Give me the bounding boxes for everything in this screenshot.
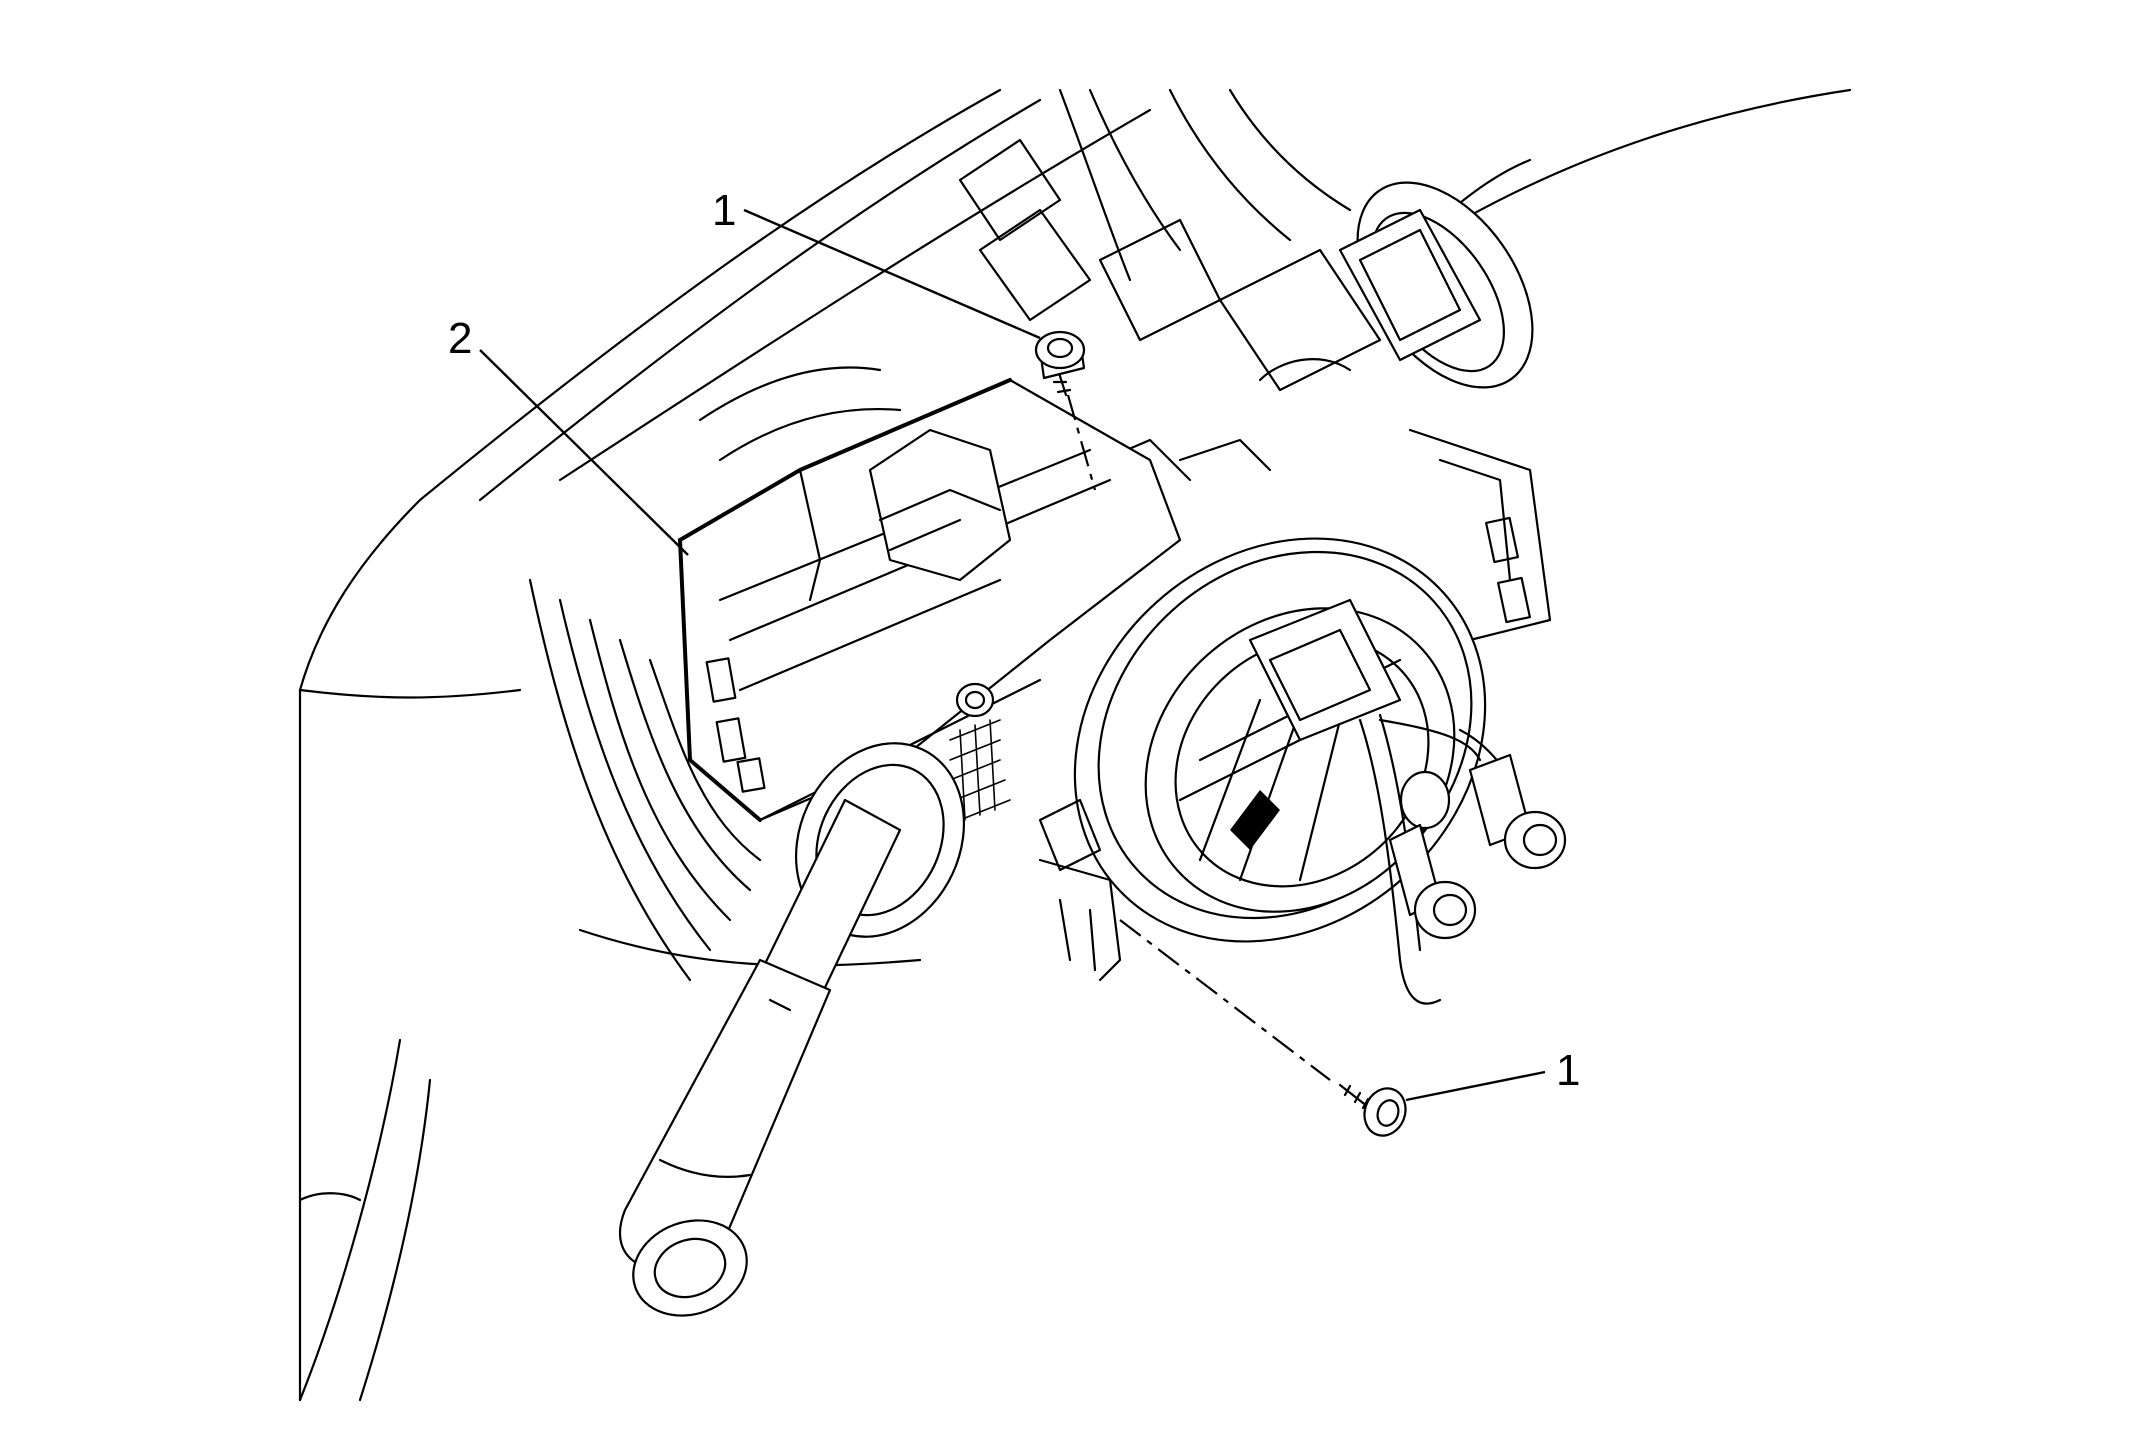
callout-labels: 1 2 1: [448, 186, 1580, 1095]
bolt-bottom: [1338, 1083, 1407, 1137]
callout-label-switch: 2: [448, 314, 472, 363]
callout-label-bolt-top: 1: [712, 186, 736, 235]
instrument-panel: [298, 88, 1852, 1402]
steering-wheel: [298, 1038, 432, 1402]
switch-grille: [949, 719, 1011, 821]
assembly-centerlines: [1066, 394, 1331, 1081]
leader-lines: [479, 208, 1546, 1102]
turn-signal-lever: [618, 742, 966, 1317]
ignition-housing: [1258, 181, 1552, 642]
multifunction-switch: [678, 378, 1182, 822]
column-shroud: [528, 366, 902, 982]
upper-bracket: [958, 138, 1382, 392]
lower-bracket: [1038, 858, 1122, 982]
bolt-top: [1034, 330, 1086, 397]
wiring-harness: [1358, 713, 1567, 1005]
callout-label-bolt-bottom: 1: [1556, 1046, 1580, 1095]
